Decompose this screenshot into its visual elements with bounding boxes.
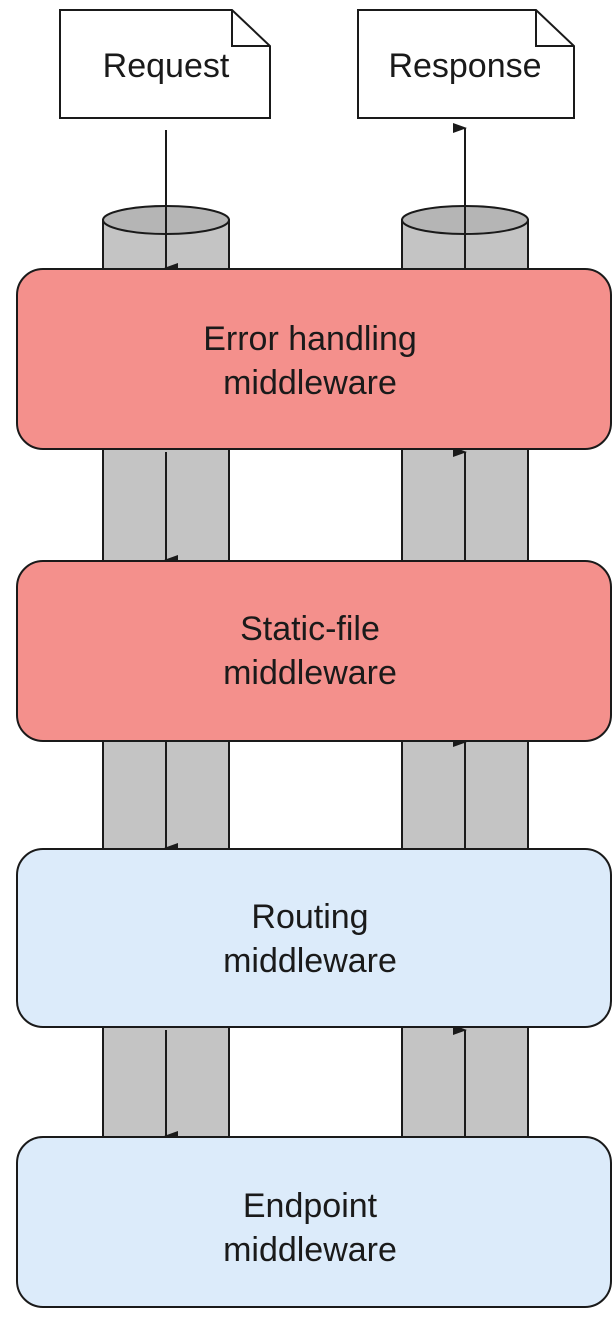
middleware-box	[16, 560, 612, 742]
response-label: Response	[388, 47, 541, 85]
middleware-box	[16, 1136, 612, 1308]
middleware-static-file: Static-file middleware	[16, 560, 612, 742]
middleware-subtitle: middleware	[223, 364, 397, 402]
middleware-routing: Routing middleware	[16, 848, 612, 1028]
middleware-endpoint: Endpoint middleware	[16, 1136, 612, 1308]
middleware-box	[16, 848, 612, 1028]
middleware-title: Endpoint	[243, 1187, 378, 1225]
middleware-subtitle: middleware	[223, 654, 397, 692]
middleware-subtitle: middleware	[223, 1231, 397, 1269]
response-document: Response	[357, 9, 575, 119]
middleware-subtitle: middleware	[223, 942, 397, 980]
middleware-title: Static-file	[240, 610, 380, 648]
middleware-box	[16, 268, 612, 450]
request-document: Request	[59, 9, 271, 119]
middleware-title: Error handling	[203, 320, 417, 358]
middleware-error-handling: Error handling middleware	[16, 268, 612, 450]
middleware-title: Routing	[251, 898, 368, 936]
request-label: Request	[103, 47, 230, 85]
